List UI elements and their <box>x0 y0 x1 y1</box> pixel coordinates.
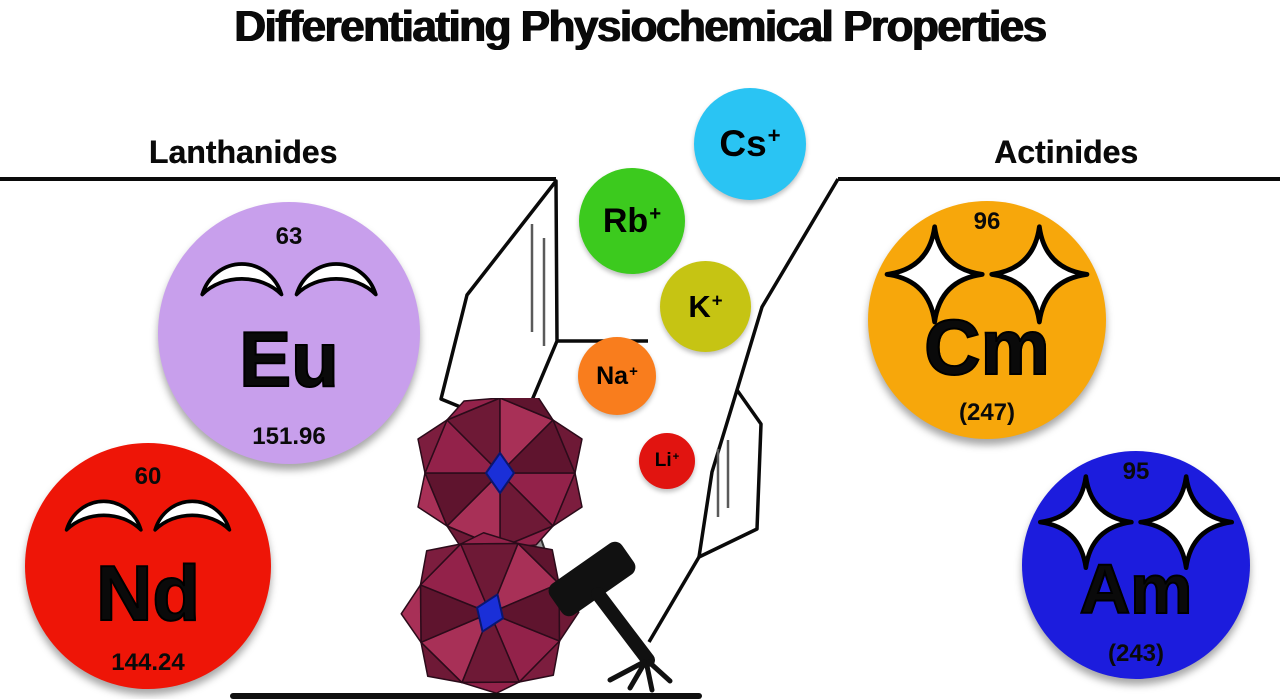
cation-label: Li <box>654 450 672 471</box>
cation-label: K <box>688 288 711 324</box>
atomic-mass-eu: 151.96 <box>252 422 326 450</box>
cation-label: Cs <box>719 123 767 164</box>
polyoxometalate-cluster-icon <box>395 398 598 693</box>
element-eu: 63 Eu 151.96 <box>158 202 420 464</box>
crescent-pair-icon <box>200 262 378 297</box>
element-symbol-cm: Cm <box>923 303 1051 392</box>
atomic-number-cm: 96 <box>973 208 1001 236</box>
cation-charge: + <box>649 202 662 225</box>
four-point-star-pair-icon <box>884 224 1090 325</box>
element-symbol-eu: Eu <box>238 314 340 403</box>
atomic-mass-nd: 144.24 <box>111 648 185 676</box>
right-shard <box>697 388 763 559</box>
cation-label: Rb <box>602 201 649 240</box>
actinides-label: Actinides <box>993 134 1139 170</box>
hammer-head <box>548 541 636 617</box>
pom-cluster-top <box>417 398 583 556</box>
cation-na: Na+ <box>578 337 656 415</box>
lanthanides-label: Lanthanides <box>148 134 338 170</box>
element-cm: 96 Cm (247) <box>868 201 1106 439</box>
cation-charge: + <box>767 123 781 149</box>
cation-rb: Rb+ <box>579 168 685 274</box>
funnel-outlet-line <box>647 556 701 643</box>
cation-charge: + <box>711 288 723 310</box>
bottom-crop-bar <box>230 693 702 699</box>
atomic-number-nd: 60 <box>134 462 162 490</box>
atomic-number-eu: 63 <box>275 222 303 250</box>
atomic-number-am: 95 <box>1122 457 1150 485</box>
cation-label: Na <box>596 361 629 390</box>
page-title: Differentiating Physiochemical Propertie… <box>234 2 1047 51</box>
element-nd: 60 Nd 144.24 <box>25 443 271 689</box>
cation-charge: + <box>672 451 680 464</box>
hammer-icon <box>548 541 673 693</box>
element-am: 95 Am (243) <box>1022 451 1250 679</box>
cation-li: Li+ <box>639 433 695 489</box>
right-shard-shine <box>716 440 730 517</box>
cation-charge: + <box>629 362 638 380</box>
left-shard <box>439 179 559 433</box>
right-funnel-wall <box>735 178 840 391</box>
crescent-pair-icon <box>64 499 232 532</box>
element-symbol-am: Am <box>1079 549 1194 628</box>
cation-cs: Cs+ <box>694 88 806 200</box>
element-symbol-nd: Nd <box>95 548 201 637</box>
hammer-handle <box>591 587 655 667</box>
impact-cracks <box>607 659 673 693</box>
atomic-mass-am: (243) <box>1107 639 1165 667</box>
four-point-star-pair-icon <box>1037 473 1235 570</box>
atomic-mass-cm: (247) <box>958 399 1016 427</box>
cation-k: K+ <box>660 261 751 352</box>
left-shard-shine <box>530 224 546 346</box>
